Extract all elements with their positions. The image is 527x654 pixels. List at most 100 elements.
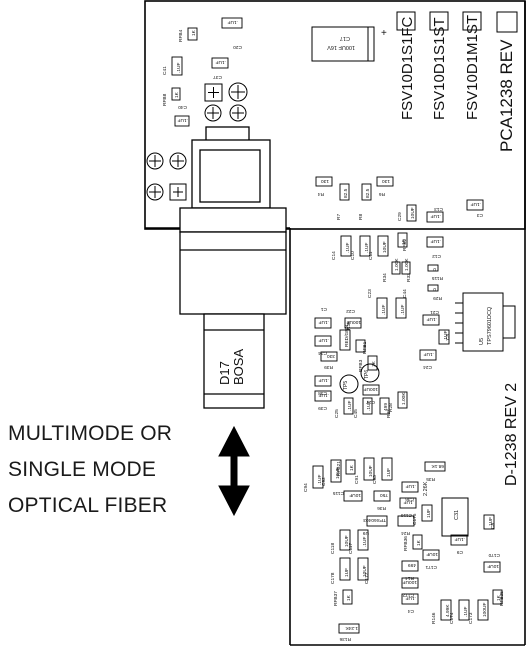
r34-value: 1.00K bbox=[394, 258, 400, 271]
c25-value: .1UF bbox=[347, 401, 353, 411]
r6-footprint bbox=[376, 176, 394, 187]
c17-capacitor-body bbox=[311, 26, 375, 62]
c37-value: .1UF bbox=[216, 59, 226, 65]
c4-footprint bbox=[401, 593, 419, 605]
c24-value: .1UF bbox=[424, 351, 434, 357]
c38-value: .1UF bbox=[319, 377, 329, 383]
c25-ref: C25 bbox=[334, 409, 340, 418]
r7-value: 82.5 bbox=[343, 188, 349, 198]
c172-ref: C172 bbox=[402, 592, 414, 598]
component-labels: .1UFC201KRFB4.1UFC41.1UFC371KRFB8.1UFC40… bbox=[162, 19, 505, 642]
c27-ref: C27 bbox=[366, 399, 375, 405]
c5-ref: C5 bbox=[445, 334, 451, 340]
c93-ref: C93 bbox=[372, 475, 378, 484]
c171-ref: C171 bbox=[425, 564, 437, 570]
rfb21-ref: RFB21 bbox=[336, 461, 342, 476]
variant-box-m1st bbox=[462, 11, 482, 31]
c11-ref: C11 bbox=[368, 251, 374, 260]
c173-ref: C173 bbox=[468, 612, 474, 624]
c1-ref: C1 bbox=[321, 306, 327, 312]
c3-ref: C3 bbox=[477, 212, 483, 218]
rfb35-ref: RFB35 bbox=[499, 591, 505, 606]
c27-value: 100UF bbox=[364, 386, 378, 392]
c8-ref: C8 bbox=[490, 523, 496, 529]
c41-footprint bbox=[171, 56, 183, 76]
r33-value: 1.00K bbox=[404, 258, 410, 271]
c170-ref: C170 bbox=[488, 552, 500, 558]
u9-value: TPS60403 bbox=[363, 517, 386, 523]
r35-footprint bbox=[424, 461, 446, 472]
r35-ref: R35 bbox=[426, 476, 435, 482]
r146-ref: R146 bbox=[431, 612, 437, 624]
c174-ref: C174 bbox=[449, 612, 455, 624]
r34-footprint bbox=[391, 261, 401, 275]
r24-ref: R24 bbox=[401, 530, 410, 536]
c36-footprint bbox=[401, 481, 419, 493]
c45-ref: C45 bbox=[353, 409, 359, 418]
c12-ref: C12 bbox=[432, 253, 441, 259]
u9-label: C31 bbox=[454, 510, 460, 520]
rfb8-ref: RFB8 bbox=[162, 93, 168, 106]
fiber-label-line3: OPTICAL FIBER bbox=[8, 494, 168, 517]
r14-footprint bbox=[401, 560, 419, 572]
c38-footprint bbox=[314, 375, 332, 387]
c36-value: .1UF bbox=[406, 483, 416, 489]
c9-value: .1UF bbox=[455, 536, 465, 542]
c14-ref: C14 bbox=[331, 251, 337, 260]
pca-rev-label: PCA1238 REV bbox=[497, 39, 516, 152]
c171-value: 10UF bbox=[426, 551, 438, 557]
c24-footprint bbox=[419, 349, 437, 361]
c116-footprint bbox=[399, 497, 417, 509]
c45-value: .1UF bbox=[366, 401, 372, 411]
c20-ref: C20 bbox=[233, 44, 242, 50]
rfb35-value: 1K bbox=[496, 594, 502, 601]
c118-value: 10UF bbox=[344, 535, 350, 547]
c44-value: .1UF bbox=[400, 305, 406, 315]
r6-value: 130 bbox=[382, 178, 390, 184]
rfb21-footprint bbox=[345, 459, 356, 475]
c172-footprint bbox=[401, 577, 419, 589]
r24-footprint bbox=[397, 515, 415, 527]
c41-ref: C41 bbox=[162, 66, 168, 75]
c37-ref: C37 bbox=[213, 74, 222, 80]
c9-footprint bbox=[450, 534, 468, 546]
c29-ref: C29 bbox=[397, 212, 403, 221]
r4-value: 130 bbox=[321, 178, 329, 184]
c91-footprint bbox=[363, 457, 375, 481]
c20-value: .1UF bbox=[228, 19, 238, 25]
pads-upper bbox=[146, 82, 248, 201]
c175-footprint bbox=[421, 504, 433, 522]
c34-ref: C34 bbox=[318, 350, 327, 356]
rfb8-footprint bbox=[171, 87, 181, 101]
c115-value: 10UF bbox=[349, 492, 361, 498]
variant-label-fc: FSV10D1S1FC bbox=[399, 16, 416, 120]
c3-footprint bbox=[466, 199, 484, 211]
r115-ref: R115 bbox=[432, 275, 443, 281]
r36-value: 750 bbox=[380, 492, 388, 498]
r4-ref: R4 bbox=[318, 191, 324, 197]
c17-ref: C17 bbox=[340, 35, 350, 41]
variant-label-st: FSV10D1S1ST bbox=[431, 17, 448, 120]
c40-value: .1UF bbox=[178, 117, 188, 123]
r8-footprint bbox=[361, 183, 372, 201]
c34-value: .1UF bbox=[319, 337, 329, 343]
r136-footprint bbox=[338, 623, 360, 634]
c17-value: 100UF 16V bbox=[327, 44, 355, 50]
c24-ref: C24 bbox=[423, 364, 432, 370]
r136-value: 1.24K bbox=[345, 625, 358, 631]
c94-footprint bbox=[312, 465, 324, 489]
c21-value: .1UF bbox=[427, 316, 437, 322]
r29-value: 0 bbox=[433, 286, 436, 292]
drawing-number: D-1238 REV 2 bbox=[503, 383, 520, 486]
c37-footprint bbox=[211, 57, 229, 69]
u9-footprint bbox=[366, 515, 388, 527]
rfb8-value: 1K bbox=[174, 91, 180, 98]
c12-value: .1UF bbox=[431, 238, 441, 244]
r33-footprint bbox=[401, 261, 411, 275]
c116-ref: C116 bbox=[401, 512, 412, 518]
r29-footprint bbox=[427, 284, 439, 292]
c21-ref: C21 bbox=[430, 309, 439, 315]
c94-ref: C94 bbox=[303, 483, 309, 492]
rfb36-ref: RFB36 bbox=[403, 536, 409, 551]
